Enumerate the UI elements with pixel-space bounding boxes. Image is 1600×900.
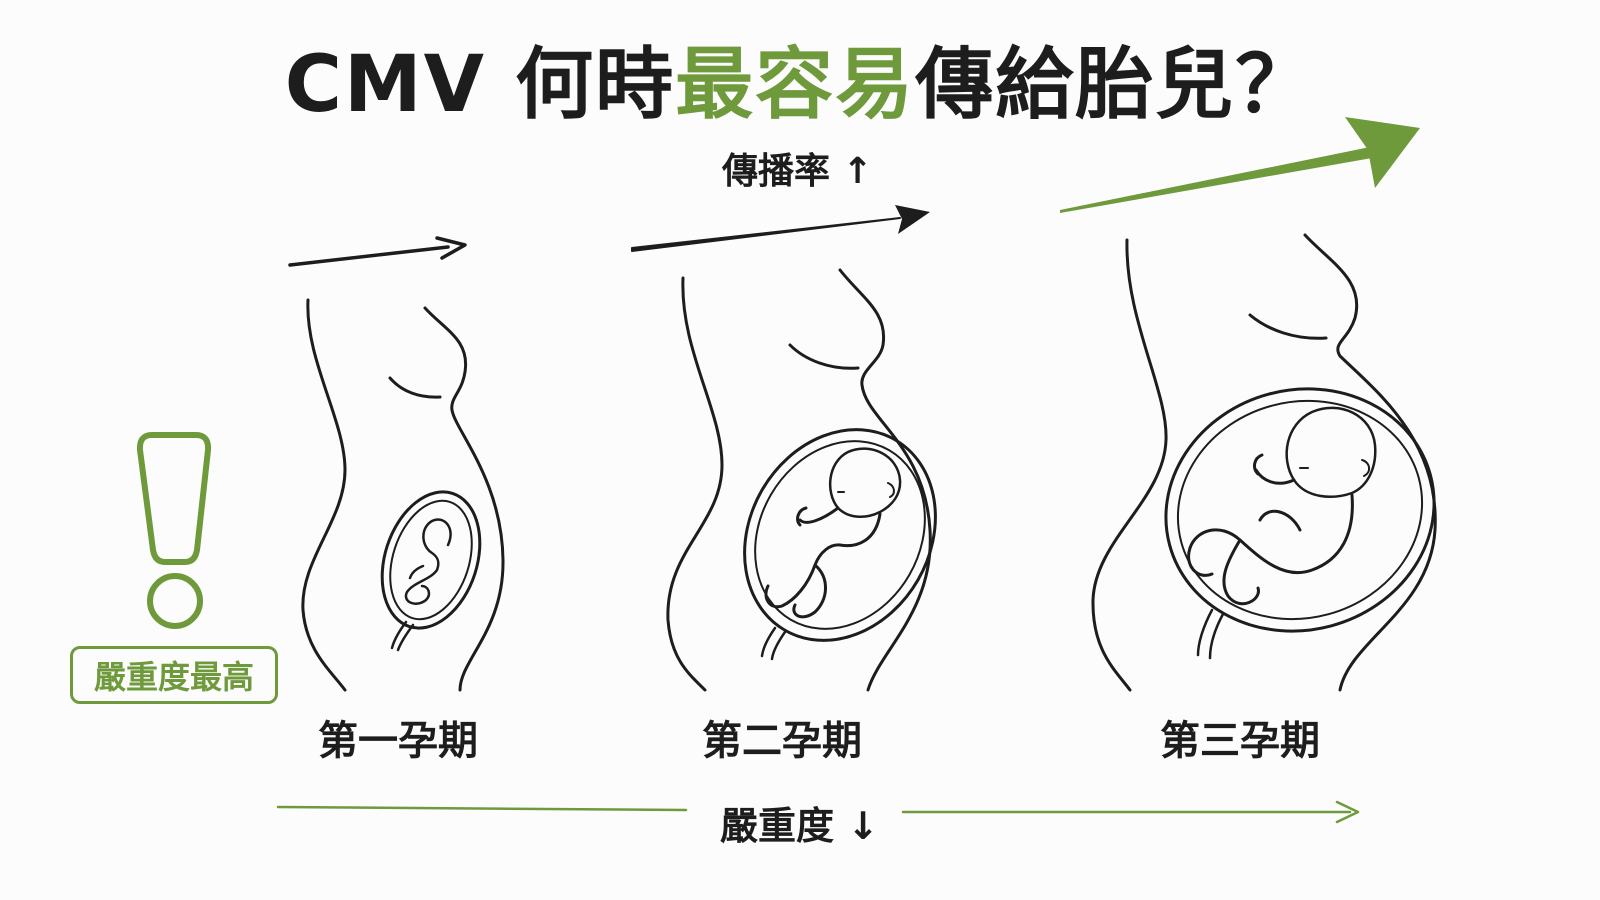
severity-label: 嚴重度 ↓ (720, 804, 880, 848)
trimester-3-label: 第三孕期 (1160, 718, 1320, 764)
transmission-arrow-3 (1060, 117, 1420, 213)
pregnant-figure-1-illustration (301, 298, 505, 692)
pregnant-figure-2-illustration (666, 268, 937, 692)
page-title: CMV 何時最容易傳給胎兒？ (0, 22, 1600, 134)
transmission-rate-label: 傳播率 ↑ (722, 151, 873, 192)
pregnant-figure-3-illustration (1091, 233, 1437, 692)
severity-arrow (276, 800, 1360, 824)
trimester-2-label: 第二孕期 (702, 718, 862, 764)
title-highlight: 最容易 (675, 40, 916, 130)
exclamation-icon (136, 432, 212, 629)
transmission-arrow-2 (631, 205, 930, 252)
trimester-1-label: 第一孕期 (318, 718, 478, 764)
transmission-arrow-1 (288, 236, 467, 267)
severity-highest-badge: 嚴重度最高 (70, 646, 278, 704)
title-prefix: CMV 何時 (284, 40, 676, 130)
title-suffix: 傳給胎兒？ (915, 40, 1316, 130)
